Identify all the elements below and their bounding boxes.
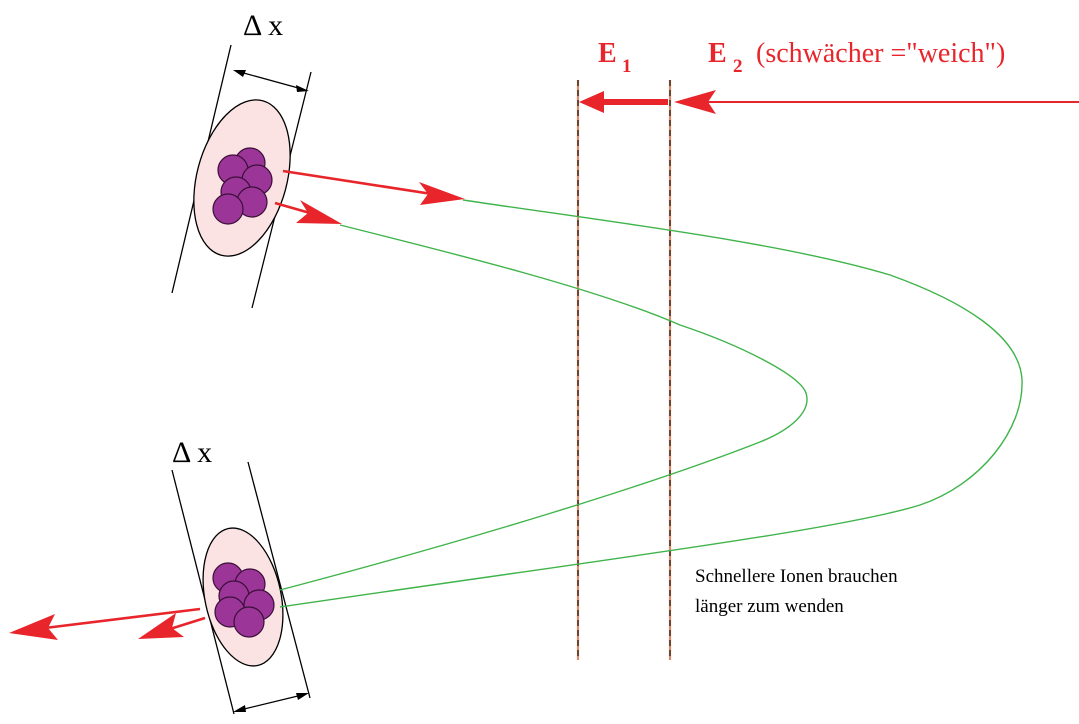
field-labels: E 1 E 2 (schwächer ="weich") <box>598 38 1005 77</box>
field-boundaries <box>578 80 670 660</box>
caption-line-1: Schnellere Ionen brauchen <box>695 566 898 587</box>
e2-subscript: 2 <box>733 56 743 77</box>
top-ion-packet: Δ x <box>172 9 311 308</box>
ion-cluster-icon <box>213 148 272 224</box>
top-delta-x-label: Δ x <box>243 9 283 42</box>
e2-note: (schwächer ="weich") <box>756 38 1005 69</box>
ion-trajectories <box>280 200 1022 607</box>
e2-label: E <box>708 38 727 69</box>
e1-label: E <box>598 38 617 69</box>
fast-ion-trajectory <box>280 200 1022 607</box>
slow-ion-trajectory <box>280 225 807 590</box>
e1-subscript: 1 <box>622 56 632 77</box>
field-arrows <box>579 90 1079 114</box>
slow-ion-return-arrow <box>170 618 205 629</box>
caption: Schnellere Ionen brauchen länger zum wen… <box>695 566 898 617</box>
bottom-delta-x-label: Δ x <box>172 436 212 469</box>
bottom-delta-x-dimension <box>240 695 302 710</box>
fast-ion-return-arrow <box>45 609 200 628</box>
bottom-ion-packet: Δ x <box>172 436 310 714</box>
fast-ion-outgoing-arrow <box>283 171 432 194</box>
caption-line-2: länger zum wenden <box>695 596 844 617</box>
top-delta-x-dimension <box>240 72 302 89</box>
